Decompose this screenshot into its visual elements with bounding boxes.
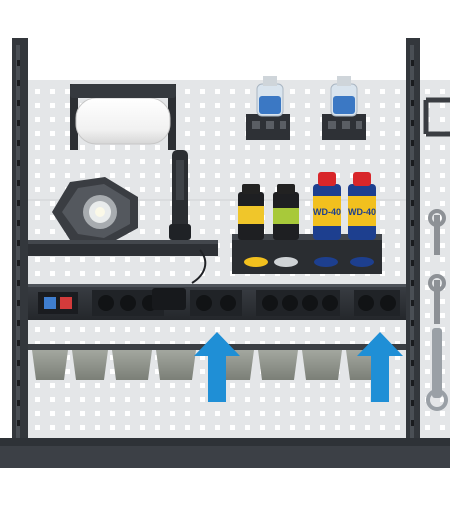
spray-can-rack: [232, 234, 382, 274]
paper-towel-roll-icon: [70, 84, 176, 150]
can-brand-label-right: WD-40: [348, 207, 376, 217]
flashlight-icon: [169, 150, 191, 240]
bench-top: [0, 438, 450, 506]
liquid-bottle-left: [256, 76, 284, 117]
frame-post-left: [12, 38, 28, 458]
frame-post-right: [406, 38, 420, 458]
bottle-holder-right: [322, 114, 366, 140]
power-strip-icon: [28, 284, 406, 320]
can-brand-label-left: WD-40: [313, 207, 341, 217]
spray-can-icon: [238, 172, 376, 240]
up-arrow-icon: [194, 332, 403, 402]
bottle-holder-left: [246, 114, 290, 140]
liquid-bottle-right: [330, 76, 358, 117]
work-light-icon: [52, 177, 138, 246]
shelf-tray-left: [28, 240, 218, 284]
storage-bin-icon: [32, 350, 390, 380]
wrench-icon: [423, 97, 450, 411]
